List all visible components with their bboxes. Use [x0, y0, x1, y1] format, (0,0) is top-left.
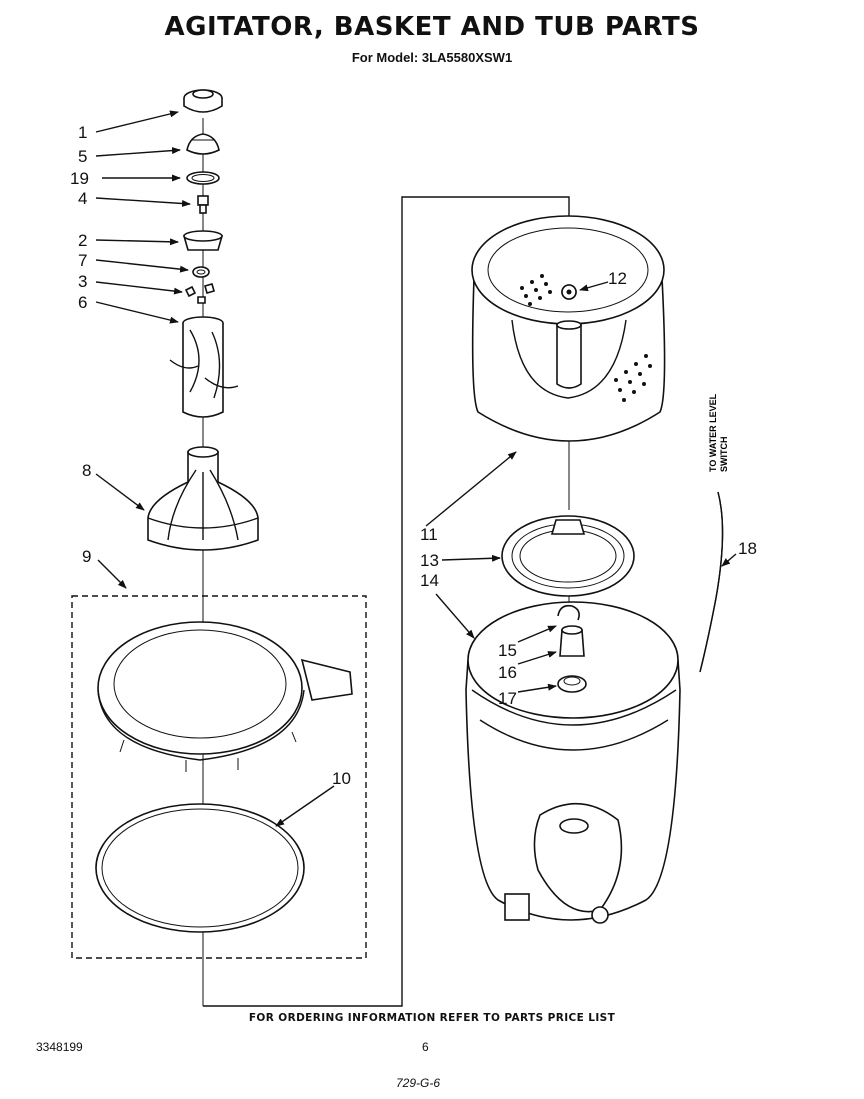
side-label-line2: SWITCH — [719, 437, 729, 473]
doc-number: 3348199 — [36, 1040, 83, 1054]
part-19-o-ring[interactable] — [186, 171, 220, 185]
callout-9: 9 — [82, 547, 91, 566]
callout-13: 13 — [420, 551, 439, 570]
part-17-bearing[interactable] — [557, 675, 587, 693]
part-10-seal-ring[interactable] — [95, 803, 305, 933]
callout-17: 17 — [498, 689, 517, 708]
callout-7: 7 — [78, 251, 87, 270]
part-15-retaining-ring[interactable] — [557, 604, 580, 621]
part-16-seal[interactable] — [559, 625, 585, 657]
callout-1: 1 — [78, 123, 87, 142]
callout-5: 5 — [78, 147, 87, 166]
part-11-basket[interactable] — [471, 215, 666, 442]
callout-2: 2 — [78, 231, 87, 250]
part-3-dogs[interactable] — [184, 283, 215, 304]
callout-14: 14 — [420, 571, 439, 590]
part-13-basket-drive[interactable] — [501, 515, 635, 597]
part-9-tub-ring[interactable] — [71, 595, 367, 959]
page-number: 6 — [422, 1040, 429, 1054]
callout-11: 11 — [420, 525, 438, 544]
part-5-cam[interactable] — [186, 133, 220, 155]
callout-4: 4 — [78, 189, 87, 208]
callout-15: 15 — [498, 641, 517, 660]
water-level-switch-label: TO WATER LEVEL SWITCH — [708, 393, 729, 472]
part-14-tub[interactable] — [465, 601, 681, 924]
drawing-code: 729-G-6 — [396, 1076, 441, 1090]
leader-arrows — [95, 110, 737, 827]
callout-12: 12 — [608, 269, 627, 288]
part-2-dog-assembly[interactable] — [182, 230, 224, 251]
callout-6: 6 — [78, 293, 87, 312]
callout-10: 10 — [332, 769, 351, 788]
part-8-agitator-base[interactable] — [147, 446, 259, 551]
callout-8: 8 — [82, 461, 91, 480]
callout-3: 3 — [78, 272, 87, 291]
part-7-spring[interactable] — [192, 266, 210, 278]
callout-19: 19 — [70, 169, 89, 188]
callout-18: 18 — [738, 539, 757, 558]
side-label-line1: TO WATER LEVEL — [708, 393, 718, 472]
callout-16: 16 — [498, 663, 517, 682]
model-subtitle: For Model: 3LA5580XSW1 — [351, 50, 513, 65]
part-18-hose[interactable] — [699, 491, 724, 673]
callout-numbers: 1 5 19 4 2 7 3 6 8 9 10 11 12 13 14 15 1… — [70, 123, 757, 788]
ordering-note: FOR ORDERING INFORMATION REFER TO PARTS … — [248, 1012, 616, 1024]
part-1-agitator-cap[interactable] — [183, 89, 223, 113]
part-6-agitator-barrel[interactable] — [169, 316, 239, 418]
part-4-bolt[interactable] — [197, 195, 209, 214]
part-12-basket-nut[interactable] — [561, 284, 577, 300]
page-title: AGITATOR, BASKET AND TUB PARTS — [164, 12, 700, 42]
